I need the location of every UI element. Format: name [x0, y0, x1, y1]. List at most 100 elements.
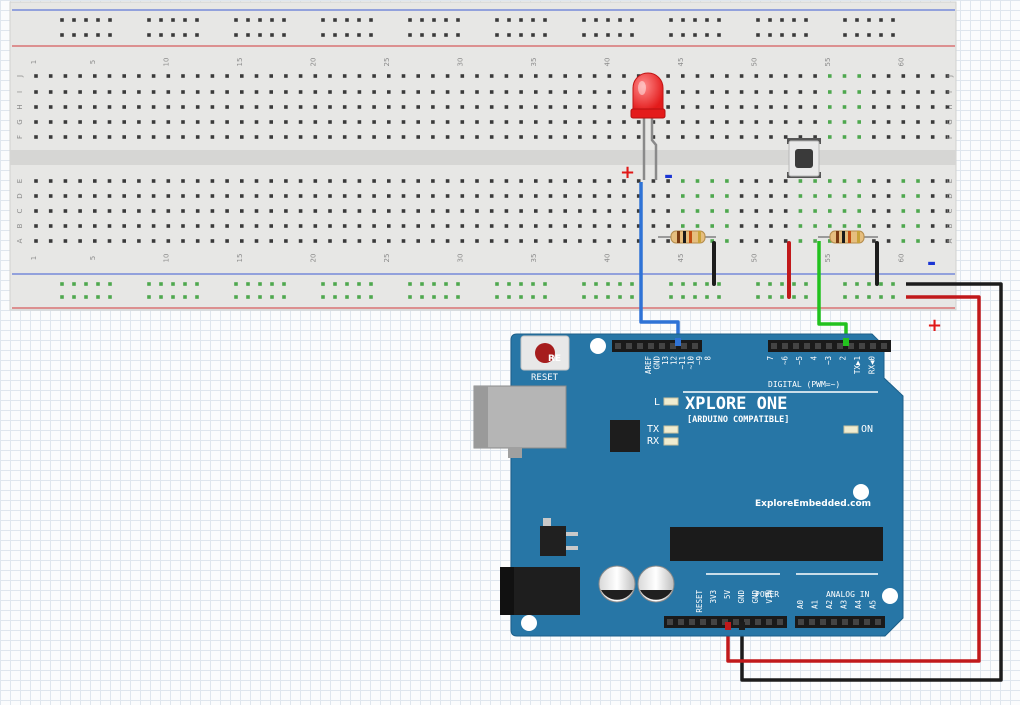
- resistor-1[interactable]: [658, 230, 716, 244]
- rail-hole: [96, 33, 100, 37]
- led-on-label: ON: [861, 424, 873, 435]
- green-wire[interactable]: [817, 241, 848, 340]
- power-label: POWER: [755, 590, 779, 599]
- rail-hole: [618, 282, 622, 286]
- header-analog-socket: [842, 619, 848, 625]
- breadboard-hole: [372, 120, 376, 124]
- breadboard-hole: [195, 90, 200, 94]
- rail-hole: [756, 282, 760, 286]
- breadboard-hole: [828, 74, 832, 78]
- red-led[interactable]: [630, 72, 666, 180]
- breadboard-hole: [930, 90, 935, 94]
- breadboard-hole: [284, 179, 288, 183]
- column-number: 25: [383, 58, 391, 67]
- rail-hole: [456, 282, 460, 286]
- column-number: 1: [30, 60, 38, 64]
- rail-hole: [195, 18, 199, 22]
- breadboard-hole: [769, 135, 773, 139]
- rail-hole: [171, 295, 175, 299]
- breadboard-hole: [48, 239, 53, 243]
- rail-gnd-black-wire[interactable]: [740, 282, 1003, 682]
- breadboard-hole: [901, 194, 906, 198]
- breadboard-hole: [901, 90, 906, 94]
- breadboard-hole: [254, 105, 259, 109]
- rail-5v-red-wire[interactable]: [726, 295, 981, 663]
- breadboard-hole: [842, 90, 847, 94]
- breadboard-hole: [607, 194, 612, 198]
- breadboard-hole: [78, 194, 82, 198]
- breadboard-hole: [460, 209, 465, 213]
- breadboard-hole: [166, 239, 171, 243]
- breadboard-hole: [739, 224, 744, 228]
- header-digital-low-socket: [848, 343, 854, 349]
- header-digital-low-socket: [771, 343, 777, 349]
- breadboard-hole: [548, 74, 553, 78]
- resistor-1-band-4: [698, 231, 701, 243]
- rail-hole: [804, 295, 808, 299]
- rail-hole: [147, 33, 151, 37]
- power-pin-label: VIN: [765, 590, 774, 604]
- breadboard-hole: [901, 74, 906, 78]
- breadboard-hole: [445, 74, 450, 78]
- rail-hole: [891, 282, 895, 286]
- breadboard-hole: [401, 179, 406, 183]
- breadboard-hole: [431, 90, 435, 94]
- breadboard-hole: [137, 105, 141, 109]
- breadboard-hole: [342, 194, 347, 198]
- push-button[interactable]: [787, 138, 821, 178]
- breadboard-hole: [666, 105, 670, 109]
- breadboard-hole: [195, 105, 200, 109]
- blue-wire[interactable]: [639, 182, 680, 340]
- row-letter: E: [946, 179, 954, 183]
- breadboard-hole: [210, 105, 215, 109]
- reset-button[interactable]: RE: [520, 335, 570, 371]
- breadboard-hole: [695, 209, 700, 213]
- arduino-board: RE RESET: [473, 333, 904, 637]
- breadboard-hole: [210, 74, 215, 78]
- breadboard-hole: [725, 209, 729, 213]
- breadboard-hole: [504, 74, 509, 78]
- breadboard-hole: [445, 105, 450, 109]
- breadboard-hole: [754, 194, 759, 198]
- column-number: 50: [750, 58, 758, 67]
- breadboard-hole: [945, 135, 950, 139]
- breadboard-hole: [636, 179, 641, 183]
- board-brand: XPLORE ONE: [685, 394, 787, 414]
- rail-hole: [630, 295, 634, 299]
- breadboard-hole: [857, 135, 861, 139]
- breadboard-hole: [607, 90, 612, 94]
- breadboard-hole: [269, 120, 273, 124]
- rail-hole: [780, 282, 784, 286]
- rail-hole: [432, 282, 436, 286]
- header-digital-low-socket: [815, 343, 821, 349]
- breadboard-hole: [622, 194, 626, 198]
- breadboard-hole: [945, 179, 950, 183]
- breadboard-hole: [636, 239, 641, 243]
- rail-hole: [519, 33, 523, 37]
- rail-hole: [792, 295, 796, 299]
- rail-hole: [891, 295, 895, 299]
- rail-hole: [495, 33, 499, 37]
- row-letter: A: [946, 238, 954, 243]
- rail-hole: [258, 18, 262, 22]
- breadboard-hole: [916, 74, 920, 78]
- rail-hole: [234, 282, 238, 286]
- header-digital-high: [612, 340, 702, 352]
- breadboard-hole: [298, 224, 303, 228]
- rail-hole: [444, 18, 448, 22]
- resistor-2[interactable]: [818, 230, 878, 244]
- rail-hole: [321, 282, 325, 286]
- breadboard-hole: [357, 90, 362, 94]
- rail-hole: [705, 295, 709, 299]
- rail-hole: [108, 18, 112, 22]
- breadboard-hole: [754, 239, 759, 243]
- resistor-2-band-4: [857, 231, 860, 243]
- breadboard-hole: [181, 179, 185, 183]
- rail-hole: [855, 282, 859, 286]
- breadboard-hole: [857, 224, 861, 228]
- rail-hole: [804, 33, 808, 37]
- breadboard-hole: [460, 120, 465, 124]
- rail-hole: [531, 33, 535, 37]
- rail-hole: [183, 18, 187, 22]
- breadboard-hole: [357, 120, 362, 124]
